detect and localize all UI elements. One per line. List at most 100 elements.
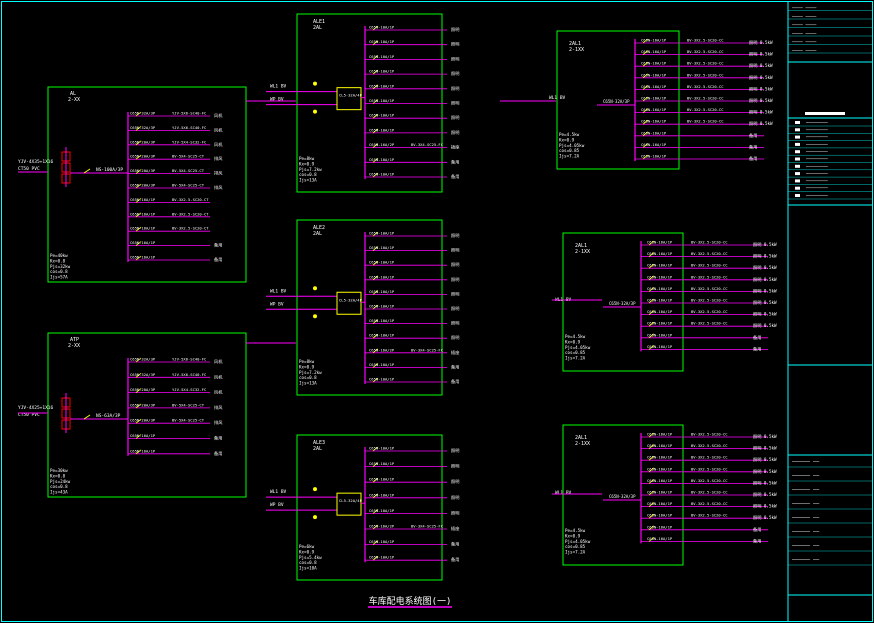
panel-label: ALE2 — [313, 225, 325, 231]
breaker-icon — [372, 377, 379, 383]
breaker-icon — [135, 169, 142, 174]
incoming-conduit: WP BV — [270, 97, 284, 103]
circuit-cable-label: BV-5X4-SC25-CT — [172, 168, 205, 173]
breaker-icon — [372, 524, 379, 530]
title-block-note-text: ──────── — [805, 179, 828, 184]
node-icon — [313, 109, 317, 114]
breaker-icon — [648, 444, 655, 449]
circuit-breaker-label: C65N-16A/1P — [641, 84, 667, 89]
parameter-text: Pe=8kw — [299, 156, 315, 161]
parameter-text: Pe=8kw — [299, 359, 315, 364]
feeder-layer — [18, 100, 602, 495]
circuit-load-label: 排风 — [214, 170, 223, 177]
breaker-icon — [648, 321, 655, 327]
circuit-load-label: 照明 — [451, 101, 459, 107]
circuit-breaker-label: C65N-20A/3P — [130, 183, 156, 188]
breaker-icon — [642, 108, 649, 113]
circuit-breaker-label: C65N-10A/1P — [369, 377, 395, 382]
circuit-breaker-label: C65N-10A/1P — [369, 231, 395, 236]
circuit-cable-label: BV-3X2.5-SC20-CC — [691, 501, 728, 506]
circuit-breaker-label: C65N-10A/1P — [369, 289, 395, 294]
circuit-breaker-label: C65N-16A/1P — [641, 107, 667, 112]
breaker-icon — [372, 446, 379, 452]
circuit-breaker-label: C65N-16A/1P — [647, 251, 673, 256]
circuit-breaker-label: C65N-10A/1P — [369, 555, 395, 560]
circuit-breaker-label: C65N-16A/1P — [130, 240, 156, 245]
breaker-icon — [642, 143, 649, 148]
circuit-cable-label: BV-3X2.5-SC20-CC — [687, 107, 724, 112]
circuit-breaker-label: C65N-16A/2P — [369, 347, 395, 352]
circuit-breaker-label: C65N-16A/1P — [130, 433, 156, 438]
circuit-load-label: 照明 — [451, 464, 459, 470]
breaker-icon — [135, 372, 142, 378]
breaker-icon — [372, 333, 379, 339]
breaker-icon — [372, 509, 379, 514]
circuit-load-label: 照明 0.5kW — [749, 75, 773, 81]
circuit-breaker-label: C65N-16A/1P — [647, 298, 673, 303]
circuit-breaker-label: C65N-10A/1P — [369, 318, 395, 323]
circuit-load-label: 备用 — [749, 132, 757, 139]
circuit-breaker-label: C65N-10A/1P — [369, 492, 395, 497]
circuit-breaker-label: C65N-16A/1P — [647, 240, 673, 245]
parameter-text: Pjs=4.05kw — [565, 539, 591, 544]
parameter-text: cos=0.85 — [565, 544, 586, 549]
breaker-icon — [372, 143, 379, 148]
breaker-icon — [372, 462, 379, 467]
circuit-breaker-label: C65N-16A/1P — [130, 211, 156, 216]
title-block-footer-text: ────── ── — [791, 543, 820, 549]
circuit-load-label: 照明 0.5kW — [753, 277, 777, 283]
circuit-load-label: 照明 — [451, 42, 459, 48]
circuit-load-label: 照明 — [451, 115, 459, 121]
circuit-load-label: 照明 — [451, 27, 459, 33]
circuit-cable-label: YJV-5X6-SC40-FC — [172, 372, 206, 377]
breaker-icon — [135, 126, 142, 131]
title-block-footer-text: ────── ── — [791, 459, 820, 465]
breaker-icon — [642, 131, 649, 137]
circuit-breaker-label: C65N-16A/1P — [647, 524, 673, 529]
circuit-load-label: 备用 — [753, 537, 761, 544]
title-block-note-text: ──────── — [805, 121, 828, 126]
circuit-breaker-label: C65N-10A/1P — [369, 69, 395, 74]
circuit-load-label: 风机 — [214, 389, 223, 396]
circuit-breaker-label: C65N-10A/1P — [369, 157, 395, 162]
circuit-load-label: 照明 0.5kW — [749, 63, 773, 69]
circuit-load-label: 照明 — [451, 130, 459, 136]
panel-border — [562, 232, 684, 372]
circuit-cable-label: BV-3X2.5-SC20-CC — [691, 251, 728, 256]
circuit-breaker-label: C65N-10A/1P — [369, 113, 395, 118]
circuit-load-label: 照明 — [451, 448, 459, 454]
circuit-breaker-label: C65N-10A/1P — [369, 83, 395, 88]
breaker-icon — [372, 348, 379, 354]
breaker-icon — [372, 55, 379, 60]
circuit-cable-label: BV-3X2.5-SC20-CC — [691, 432, 728, 437]
title-block-header: ──── ──────── ──────── ──────── ────────… — [788, 7, 872, 54]
panel-sublabel: 2-XX — [68, 97, 80, 103]
breaker-icon — [372, 363, 379, 368]
breaker-icon — [372, 246, 379, 251]
circuit-breaker-label: C65N-16A/1P — [641, 96, 667, 101]
circuit-load-label: 照明 — [451, 233, 459, 239]
circuit-load-label: 照明 0.5kW — [749, 98, 773, 104]
circuit-breaker-label: C65N-10A/1P — [369, 39, 395, 44]
circuit-breaker-label: C65N-16A/1P — [641, 72, 667, 77]
breaker-icon — [135, 241, 142, 246]
circuit-cable-label: BV-3X2.5-SC20-CC — [687, 96, 724, 101]
breaker-icon — [372, 304, 379, 310]
breaker-icon — [372, 290, 379, 295]
title-block-note-text: ──────── — [805, 128, 828, 133]
parameter-text: Pjs=32kw — [50, 264, 71, 269]
circuit-breaker-label: C65N-10A/1P — [369, 362, 395, 367]
circuit-breaker-label: C65N-16A/1P — [130, 226, 156, 231]
parameter-text: cos=0.8 — [50, 269, 68, 274]
circuit-cable-label: YJV-5X4-SC32-FC — [172, 387, 206, 392]
circuit-load-label: 备用 — [214, 242, 222, 249]
circuit-load-label: 排风 — [214, 184, 223, 191]
circuit-breaker-label: C65N-16A/1P — [641, 49, 667, 54]
circuit-load-label: 排风 — [214, 419, 223, 426]
